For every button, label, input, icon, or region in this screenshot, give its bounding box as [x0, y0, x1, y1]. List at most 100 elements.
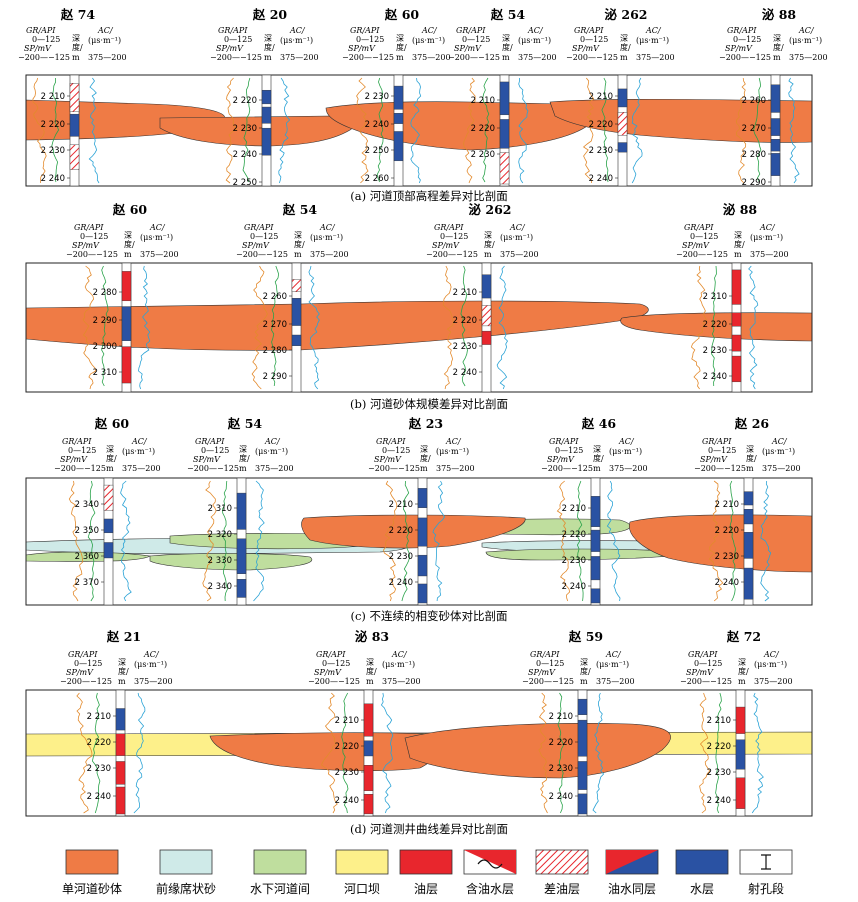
well-name: 泌 262: [605, 7, 648, 22]
gr-axis-label: GR/API: [74, 223, 104, 232]
water-layer: [590, 496, 601, 527]
ac-axis-scale: 375—200: [789, 53, 828, 62]
water-wave-icon: [477, 859, 503, 869]
water-layer: [590, 556, 601, 581]
sp-curve: [341, 692, 349, 814]
sp-axis-label: SP/mV: [432, 241, 460, 250]
sp-curve: [753, 77, 762, 183]
depth-tick-label: 2 210: [589, 92, 613, 102]
ac-axis-label: AC/: [421, 26, 438, 35]
gr-axis-label: GR/API: [376, 437, 406, 446]
water-layer: [577, 761, 588, 790]
sp-axis-label: SP/mV: [700, 455, 728, 464]
depth-tick-label: 2 370: [75, 578, 99, 588]
ac-axis-unit: (μs·m⁻¹): [280, 36, 313, 45]
well-name: 赵 60: [94, 416, 130, 431]
well-track: [363, 689, 374, 817]
depth-tick-label: 2 220: [562, 530, 586, 540]
ac-axis-label: AC/: [391, 650, 408, 659]
ac-curve: [496, 265, 509, 390]
sp-axis-scale: −200—−125: [187, 464, 239, 473]
depth-label: 深: [294, 231, 302, 240]
sp-axis-scale: −200—−125: [522, 677, 574, 686]
ac-axis-label: AC/: [97, 26, 114, 35]
depth-tick-label: 2 310: [93, 368, 117, 378]
sp-axis-scale: −200—−125: [18, 53, 70, 62]
depth-tick-label: 2 290: [263, 372, 287, 382]
water-layer: [743, 509, 754, 525]
depth-tick-label: 2 220: [715, 526, 739, 536]
ac-axis-scale: 375—200: [762, 464, 801, 473]
sp-axis-label: SP/mV: [725, 44, 753, 53]
legend-swatch: [253, 849, 307, 875]
depth-track: [393, 74, 404, 187]
depth-label: 深: [420, 445, 428, 454]
depth-label: 度/: [593, 453, 604, 463]
water-layer: [417, 517, 428, 547]
gr-axis-scale: 0—125: [74, 659, 102, 668]
water-layer: [743, 491, 754, 506]
depth-tick-label: 2 230: [549, 764, 573, 774]
depth-tick-label: 2 220: [707, 742, 731, 752]
water-layer: [261, 89, 272, 105]
depth-label: 度/: [502, 42, 513, 52]
sp-axis-scale: −200—−125: [448, 53, 500, 62]
depth-tick-label: 2 220: [389, 526, 413, 536]
gr-axis-label: GR/API: [434, 223, 464, 232]
water-layer: [499, 119, 510, 149]
sp-curve: [576, 480, 584, 602]
well-name: 赵 20: [252, 7, 288, 22]
underwater-interchannel: [149, 553, 313, 571]
channel-sand-body: [620, 312, 813, 342]
depth-tick-label: 2 340: [208, 582, 232, 592]
gr-curve: [356, 77, 369, 184]
depth-unit: m: [264, 53, 272, 62]
depth-tick-label: 2 210: [453, 288, 477, 298]
legend-swatch: [335, 849, 389, 875]
depth-label: 度/: [484, 239, 495, 249]
depth-tick-label: 2 240: [41, 174, 65, 184]
sp-axis-label: SP/mV: [216, 44, 244, 53]
ac-curve: [380, 692, 394, 814]
sp-axis-scale: −200—−125: [694, 464, 746, 473]
water-layer: [770, 153, 781, 176]
depth-tick-label: 2 240: [703, 372, 727, 382]
channel-sand-body: [325, 101, 594, 151]
depth-tick-label: 2 210: [471, 96, 495, 106]
water-layer: [577, 719, 588, 757]
well-name: 泌 83: [355, 629, 389, 644]
depth-tick-label: 2 270: [263, 320, 287, 330]
depth-label: 深: [502, 34, 510, 43]
depth-label: 度/: [620, 42, 631, 52]
depth-unit: m: [294, 250, 302, 259]
poor-oil-layer: [291, 279, 302, 292]
ac-axis-unit: (μs·m⁻¹): [310, 233, 343, 242]
sp-axis-scale: −200—−125: [680, 677, 732, 686]
sp-curve: [715, 692, 722, 814]
depth-track: [731, 262, 742, 393]
depth-unit: m: [118, 677, 126, 686]
ac-curve: [760, 480, 772, 602]
water-layer: [577, 698, 588, 715]
well-name: 赵 21: [106, 629, 141, 644]
depth-label: 深: [773, 34, 781, 43]
gr-axis-scale: 0—125: [580, 35, 608, 44]
depth-tick-label: 2 230: [233, 124, 257, 134]
gr-curve: [442, 265, 455, 390]
ac-axis-label: AC/: [527, 26, 544, 35]
sp-axis-scale: −200—−125: [566, 53, 618, 62]
gr-axis-scale: 0—125: [440, 232, 468, 241]
sp-axis-label: SP/mV: [682, 241, 710, 250]
well-name: 赵 59: [568, 629, 603, 644]
oil-layer: [363, 794, 374, 815]
gr-axis-scale: 0—125: [733, 35, 761, 44]
legend-label: 单河道砂体: [62, 882, 122, 896]
perforation-icon: [761, 854, 771, 870]
gr-curve: [32, 77, 47, 184]
sp-axis-label: SP/mV: [572, 44, 600, 53]
gr-axis-scale: 0—125: [690, 232, 718, 241]
ac-curve: [606, 480, 621, 602]
depth-unit: m: [396, 53, 404, 62]
legend-label: 差油层: [544, 882, 580, 896]
